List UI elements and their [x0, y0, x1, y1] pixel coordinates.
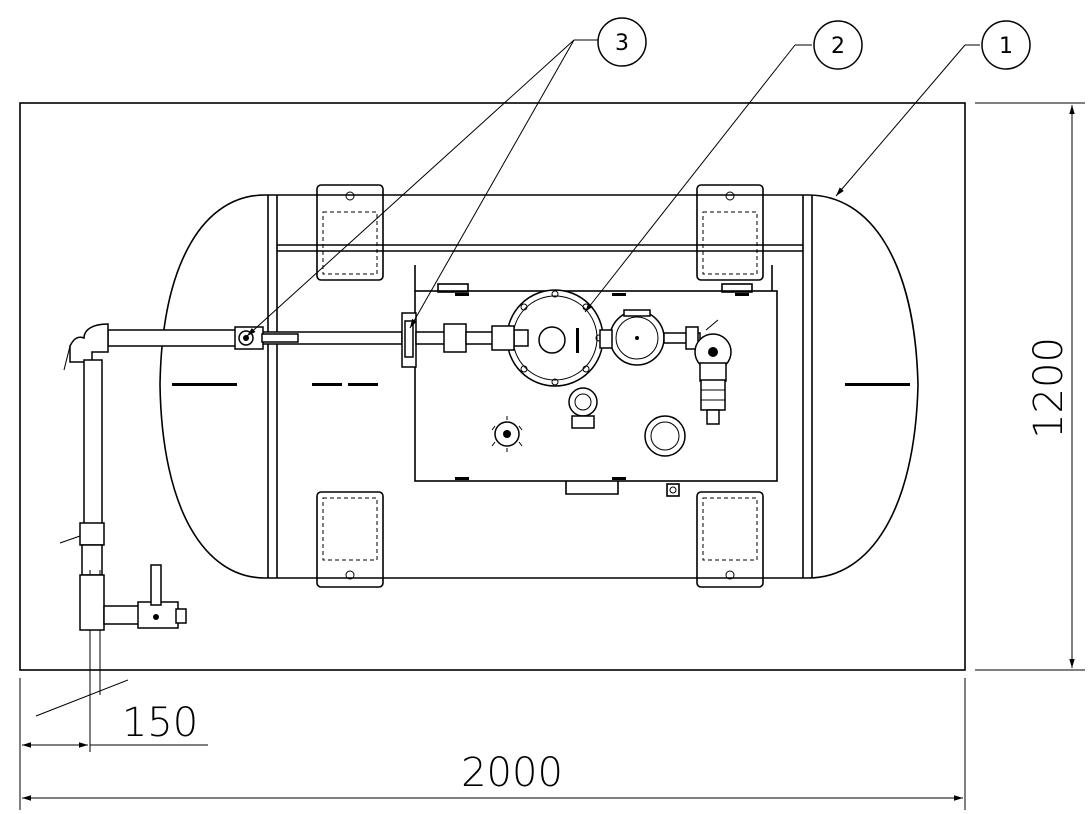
- filler-valve: [663, 319, 732, 425]
- offset-dimension: 150: [19, 678, 208, 810]
- callout-2-label: 2: [831, 34, 845, 59]
- base-plate: [19, 102, 966, 671]
- valve-cover-plate: [414, 265, 778, 497]
- callout-1: 1: [981, 20, 1031, 70]
- callout-3: 3: [597, 17, 647, 67]
- height-dimension: 1200: [975, 102, 1085, 671]
- leader-lines: [246, 39, 980, 337]
- tank-body: [159, 194, 919, 579]
- callout-1-label: 1: [999, 34, 1013, 59]
- offset-dimension-label: 150: [122, 700, 198, 746]
- vertical-pipe: [59, 359, 187, 695]
- width-dimension-label: 2000: [461, 750, 563, 796]
- lower-fittings: [491, 387, 686, 457]
- gas-pipe: [63, 312, 515, 371]
- callout-2: 2: [813, 20, 863, 70]
- width-dimension: 2000: [22, 678, 966, 810]
- support-feet: [316, 184, 764, 588]
- regulator: [506, 289, 665, 387]
- callout-3-label: 3: [615, 31, 629, 56]
- height-dimension-label: 1200: [1026, 337, 1072, 439]
